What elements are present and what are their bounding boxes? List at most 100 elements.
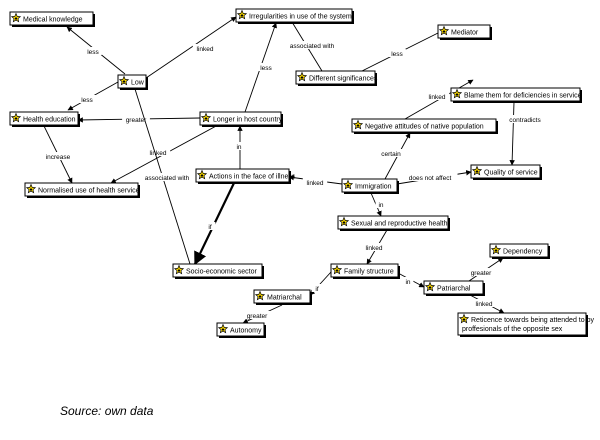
edge-label: less bbox=[81, 97, 93, 104]
node-box bbox=[24, 182, 139, 197]
edge-label: less bbox=[391, 51, 403, 58]
node-irregularities[interactable]: Irregularities in use of the system bbox=[235, 8, 354, 24]
edge-label-bg bbox=[504, 115, 546, 123]
edge-e8: increase bbox=[42, 125, 74, 184]
edge-e22: greater bbox=[242, 304, 283, 324]
node-socio[interactable]: Socio-economic sector bbox=[172, 263, 264, 279]
node-longer[interactable]: Longer in host country bbox=[199, 111, 283, 127]
star-icon-center bbox=[14, 17, 18, 20]
edge-label: greater bbox=[126, 117, 147, 124]
node-label: Medical knowledge bbox=[23, 17, 83, 24]
node-box bbox=[330, 263, 399, 278]
edge-label: less bbox=[87, 49, 99, 56]
source-caption: Source: own data bbox=[60, 404, 154, 418]
edge-label: associated with bbox=[290, 43, 335, 50]
edge-label: linked bbox=[429, 94, 446, 101]
edge-e13: contradicts bbox=[504, 101, 546, 166]
node-box bbox=[195, 168, 290, 183]
node-patriarchal[interactable]: Patriarchal bbox=[423, 280, 485, 296]
node-box bbox=[423, 280, 484, 295]
node-label: Different significances bbox=[309, 76, 378, 83]
node-label: Patriarchal bbox=[437, 286, 471, 293]
node-label: Sexual and reproductive health bbox=[351, 221, 448, 228]
edge-label-bg bbox=[388, 49, 406, 57]
edge-label-bg bbox=[375, 200, 387, 208]
node-label: Low bbox=[131, 80, 145, 87]
edge-label: greater bbox=[247, 313, 268, 320]
edge-label-bg bbox=[284, 41, 340, 49]
edge-label-bg bbox=[122, 115, 150, 123]
node-box bbox=[216, 322, 265, 337]
edge-e21: if bbox=[309, 271, 332, 296]
node-sexual[interactable]: Sexual and reproductive health bbox=[337, 215, 450, 231]
node-box bbox=[351, 118, 497, 133]
edge-label: associated with bbox=[145, 175, 190, 182]
edge-e10: associated with bbox=[134, 88, 195, 265]
edge-label-bg bbox=[233, 142, 245, 150]
node-box bbox=[172, 263, 263, 278]
node-label: Negative attitudes of native population bbox=[365, 124, 484, 131]
edge-label: linked bbox=[476, 301, 493, 308]
node-label: Blame them for deficiencies in service bbox=[464, 93, 582, 100]
node-actions[interactable]: Actions in the face of illness bbox=[195, 168, 296, 184]
star-icon-center bbox=[258, 295, 262, 298]
edge-label: greater bbox=[471, 270, 492, 277]
star-icon-center bbox=[475, 170, 479, 173]
star-icon-center bbox=[221, 328, 225, 331]
star-icon-center bbox=[14, 117, 18, 120]
node-autonomy[interactable]: Autonomy bbox=[216, 322, 266, 338]
star-icon-center bbox=[356, 124, 360, 127]
node-different[interactable]: Different significances bbox=[295, 70, 378, 86]
node-medical[interactable]: Medical knowledge bbox=[9, 11, 95, 27]
node-low[interactable]: Low bbox=[117, 74, 148, 90]
node-health-ed[interactable]: Health education bbox=[9, 111, 80, 127]
star-icon-center bbox=[29, 188, 33, 191]
star-icon-center bbox=[455, 93, 459, 96]
edge-line bbox=[145, 16, 237, 79]
node-box bbox=[235, 8, 353, 23]
edge-label-bg bbox=[361, 243, 387, 251]
edge-label-bg bbox=[139, 173, 195, 181]
node-box bbox=[337, 215, 449, 230]
node-box bbox=[295, 70, 376, 85]
node-matriarchal[interactable]: Matriarchal bbox=[253, 289, 312, 305]
node-family[interactable]: Family structure bbox=[330, 263, 400, 279]
node-label: Matriarchal bbox=[267, 295, 302, 302]
edge-label-bg bbox=[78, 95, 96, 103]
edge-e6: less bbox=[244, 22, 277, 113]
star-icon-center bbox=[346, 184, 350, 187]
node-box bbox=[470, 164, 541, 179]
edge-label-bg bbox=[402, 173, 458, 181]
edge-label: linked bbox=[150, 150, 167, 157]
node-label: Irregularities in use of the system bbox=[249, 14, 352, 21]
node-blame[interactable]: Blame them for deficiencies in service bbox=[450, 87, 582, 103]
star-icon-center bbox=[177, 269, 181, 272]
node-label: Mediator bbox=[451, 30, 479, 37]
node-box bbox=[9, 111, 79, 126]
node-negative[interactable]: Negative attitudes of native population bbox=[351, 118, 498, 134]
node-dependency[interactable]: Dependency bbox=[489, 243, 550, 259]
edge-label-bg bbox=[243, 311, 271, 319]
node-quality[interactable]: Quality of service bbox=[470, 164, 542, 180]
node-immigration[interactable]: Immigration bbox=[341, 178, 399, 194]
node-normalised[interactable]: Normalised use of health service bbox=[24, 182, 140, 198]
node-box bbox=[9, 11, 94, 26]
star-icon-center bbox=[494, 249, 498, 252]
edges-layer: less linked less associated with less less gre… bbox=[42, 16, 546, 324]
edge-label: if bbox=[208, 224, 211, 231]
node-label: Longer in host country bbox=[213, 117, 283, 124]
star-icon-center bbox=[462, 318, 466, 321]
edge-label-bg bbox=[42, 152, 74, 160]
edge-label-bg bbox=[467, 268, 495, 276]
edge-e17: if bbox=[194, 182, 235, 266]
edge-e18: in bbox=[370, 192, 387, 217]
edge-label-bg bbox=[204, 222, 216, 230]
edge-label-bg bbox=[424, 92, 450, 100]
edge-label: certain bbox=[381, 151, 401, 158]
node-box bbox=[253, 289, 311, 304]
node-mediator[interactable]: Mediator bbox=[437, 24, 492, 40]
star-icon-center bbox=[240, 14, 244, 17]
star-icon-center bbox=[200, 174, 204, 177]
edge-label-bg bbox=[145, 148, 171, 156]
